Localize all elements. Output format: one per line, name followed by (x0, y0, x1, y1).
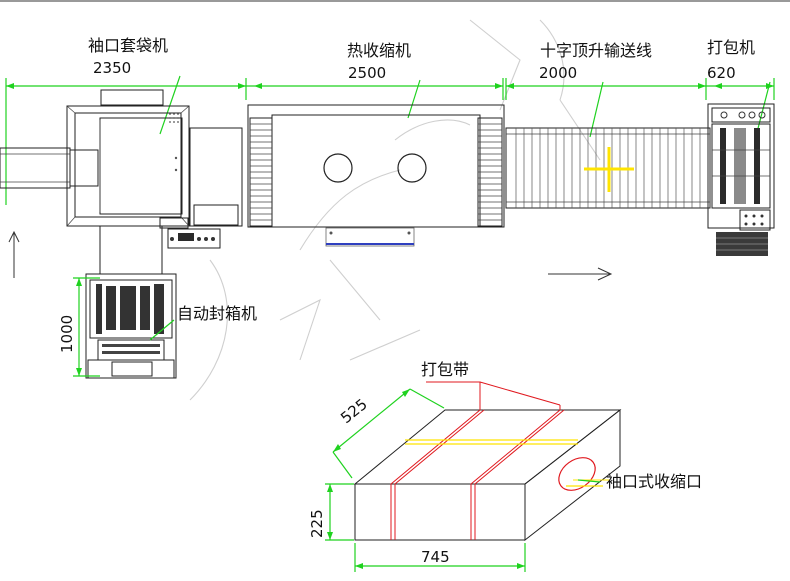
top-dimensions (5, 75, 775, 205)
flow-arrow-right (548, 267, 613, 281)
bag-machine (0, 89, 243, 249)
strap-label: 打包带 (421, 360, 469, 379)
case-sealer-label: 自动封箱机 (177, 304, 257, 323)
shrink-machine (247, 104, 505, 247)
case-sealer (73, 225, 177, 379)
case-sealer-length: 1000 (58, 315, 76, 353)
sleeve-opening-label: 袖口式收缩口 (606, 472, 702, 491)
bag-machine-label: 袖口套袋机 (88, 36, 168, 55)
package-box (325, 381, 622, 572)
baler-length: 620 (707, 64, 736, 82)
box-height-label: 225 (308, 509, 326, 538)
baler-label: 打包机 (707, 38, 755, 57)
baler (707, 103, 775, 256)
cross-conveyor-label: 十字顶升输送线 (540, 41, 652, 60)
top-labels: 袖口套袋机 2350 热收缩机 2500 十字顶升输送线 2000 打包机 62… (88, 36, 755, 82)
flow-arrow-up (8, 230, 20, 278)
box-depth-label: 525 (337, 395, 371, 427)
cross-conveyor-length: 2000 (539, 64, 577, 82)
shrink-machine-length: 2500 (348, 64, 386, 82)
box-width-label: 745 (421, 548, 450, 566)
shrink-machine-label: 热收缩机 (347, 41, 411, 60)
bag-machine-length: 2350 (93, 59, 131, 77)
cross-conveyor (505, 127, 711, 209)
